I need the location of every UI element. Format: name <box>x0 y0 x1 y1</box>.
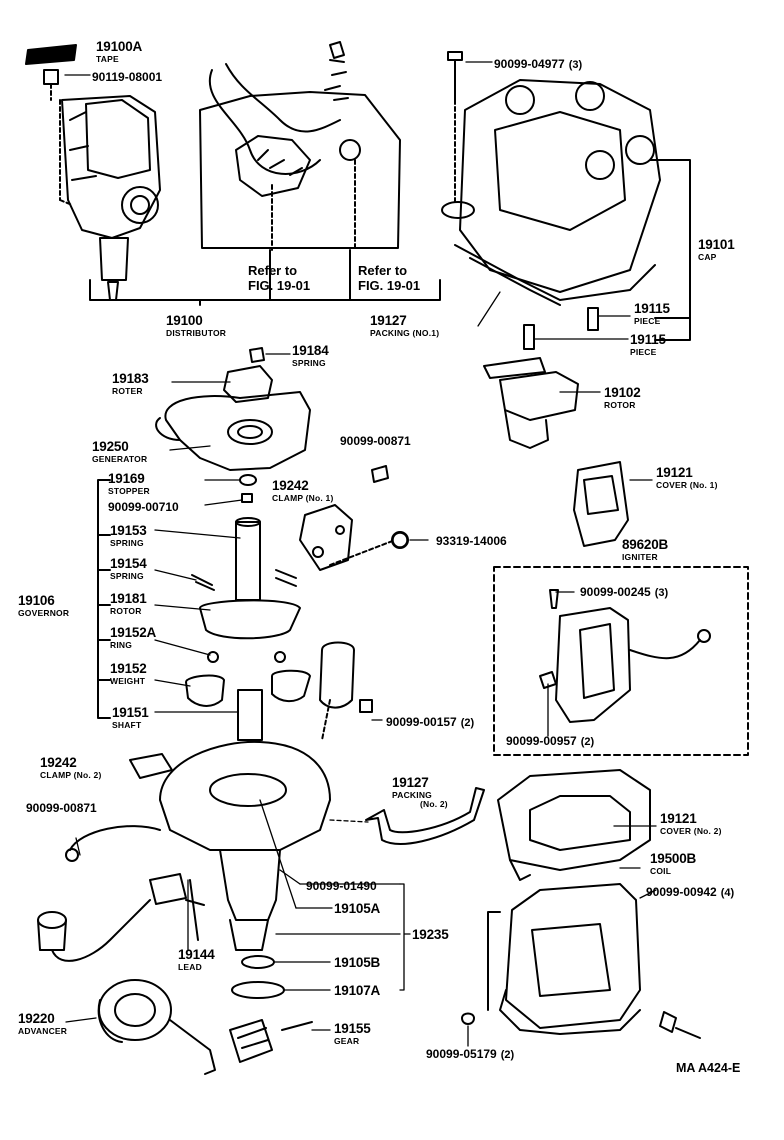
generator-illustration <box>155 347 311 471</box>
distributor-assembly-illustration <box>25 44 161 301</box>
housing-illustration <box>37 641 373 999</box>
coil-illustration <box>461 883 701 1039</box>
coil-bolt-bracket <box>487 911 501 1011</box>
governor-bracket <box>97 479 111 719</box>
governor-illustration <box>185 474 311 741</box>
leader-lines <box>64 61 657 1047</box>
packing2-illustration <box>365 787 485 845</box>
igniter-illustration <box>539 589 711 723</box>
cap-bracket <box>649 159 691 341</box>
igniter-dashed-box <box>493 566 749 756</box>
distributor-bracket <box>89 249 441 306</box>
cover1-illustration <box>573 461 629 547</box>
rotor-illustration <box>483 357 579 449</box>
cover2-illustration <box>497 769 651 881</box>
cap-illustration <box>441 51 661 350</box>
advancer-illustration <box>97 979 313 1075</box>
clamp1-illustration <box>299 465 409 571</box>
wiring-illustration <box>199 41 401 251</box>
